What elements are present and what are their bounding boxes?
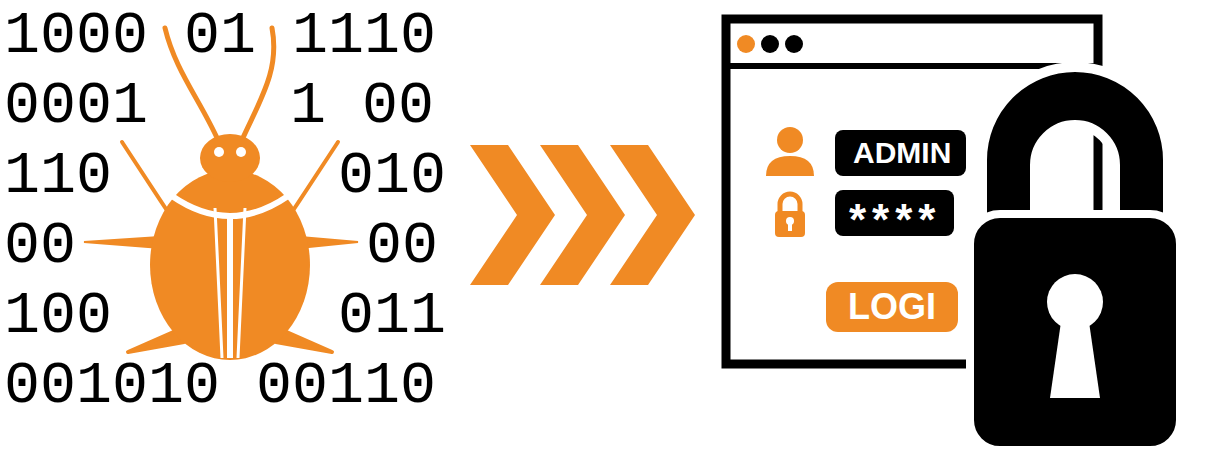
binary-digits: 001010 00110	[4, 356, 436, 416]
binary-digits: 00	[366, 216, 438, 276]
password-field: ****	[835, 190, 954, 236]
bug-head	[200, 134, 260, 182]
padlock-body	[970, 214, 1180, 450]
login-button: LOGI	[826, 282, 958, 332]
bug-eye	[236, 147, 246, 157]
bug-leg	[84, 237, 160, 248]
binary-digits: 00	[4, 216, 76, 276]
window-dot	[761, 35, 779, 53]
bug-wing-split	[215, 208, 245, 358]
chevron	[610, 145, 695, 285]
bug-markings	[172, 147, 288, 358]
bug-eye	[214, 147, 224, 157]
window-dot	[737, 35, 755, 53]
binary-digits: 010	[338, 146, 446, 206]
lock-icon	[775, 211, 805, 237]
bug-leg	[300, 237, 358, 248]
binary-digits: 110	[4, 146, 112, 206]
window-dot	[785, 35, 803, 53]
chevron	[540, 145, 625, 285]
bug-leg	[122, 142, 168, 212]
binary-digits: 011	[338, 286, 446, 346]
field-text: ****	[849, 195, 942, 245]
bug-collar	[172, 196, 288, 216]
user-icon	[777, 127, 803, 153]
field-text: ADMIN	[853, 136, 951, 170]
bug-leg	[292, 142, 338, 212]
padlock-shackle	[982, 67, 1168, 230]
padlock-keyhole	[1050, 315, 1100, 398]
bug-wing-split	[227, 214, 233, 358]
user-icon	[766, 156, 814, 176]
field-text: LOGI	[848, 286, 936, 328]
binary-digits: 100	[4, 286, 112, 346]
binary-digits: 0001	[4, 76, 148, 136]
binary-digits: 1 00	[290, 76, 434, 136]
chevron	[470, 145, 555, 285]
chevron-arrows	[470, 145, 695, 285]
binary-digits: 1000 01 1110	[4, 6, 436, 66]
padlock	[970, 67, 1180, 450]
username-field: ADMIN	[835, 130, 966, 176]
bug-body	[150, 170, 310, 360]
lock-icon	[780, 194, 800, 212]
lock-icon-hole	[788, 222, 792, 231]
